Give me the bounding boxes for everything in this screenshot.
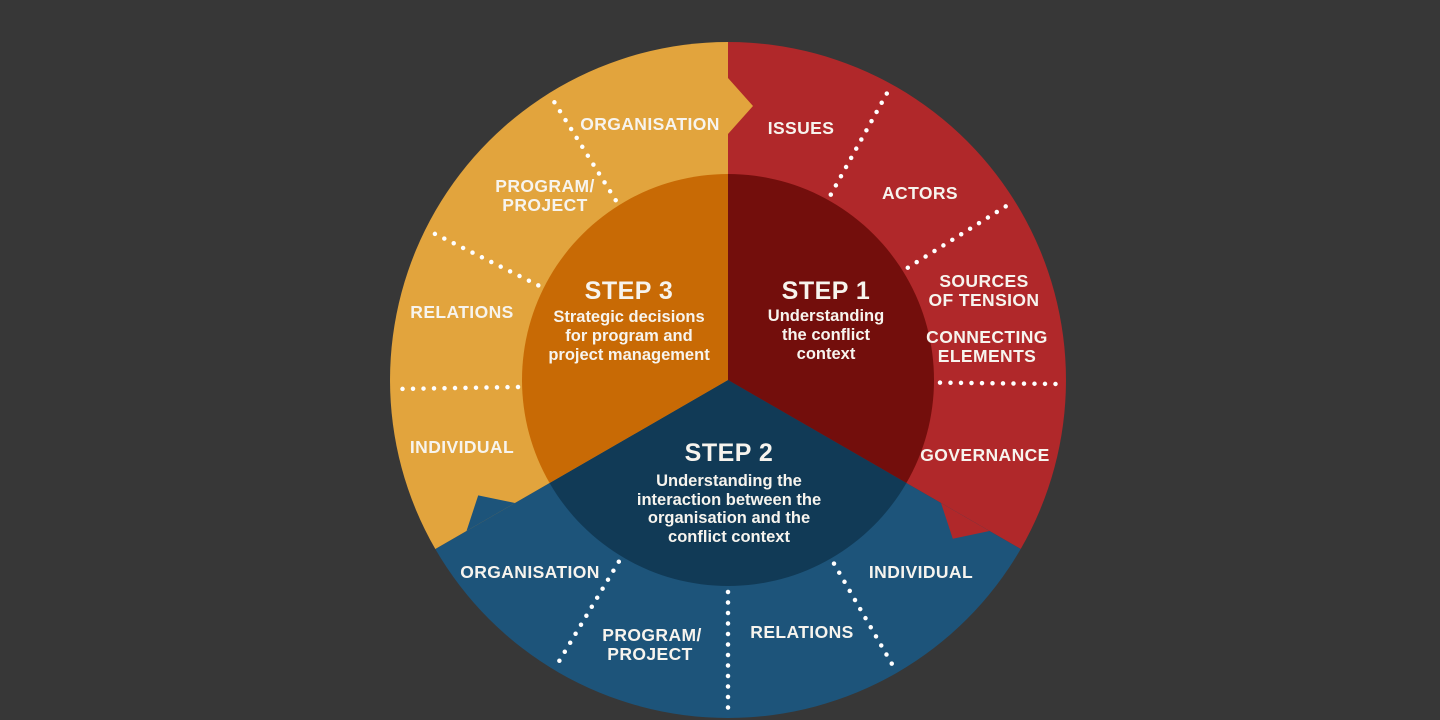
label-step2-organisation: ORGANISATION: [460, 562, 600, 582]
flow-arrow-step3-to-step1-icon: [728, 78, 753, 134]
separator-actors-sources: [905, 202, 1011, 270]
step1-category-labels: ISSUES ACTORS SOURCES OF TENSION CONNECT…: [768, 118, 1050, 465]
separator-program-organisation-step3: [550, 97, 618, 203]
flow-arrow-step1-to-step2-icon: [941, 503, 990, 539]
step3-title: STEP 3: [585, 277, 674, 305]
step3-subtitle-line2: for program and: [565, 327, 692, 345]
step2-inner-wedge: [549, 380, 907, 586]
separator-connecting-governance: [937, 380, 1061, 387]
label-step1-sources-line2: OF TENSION: [929, 290, 1040, 310]
label-step1-connecting-line1: CONNECTING: [926, 327, 1048, 347]
label-step1-actors: ACTORS: [882, 183, 958, 203]
step3-category-labels: ORGANISATION PROGRAM/ PROJECT RELATIONS …: [410, 114, 720, 457]
separator-individual-relations-step3: [395, 384, 521, 392]
step1-title: STEP 1: [782, 277, 871, 305]
step3-center-text: STEP 3 Strategic decisions for program a…: [548, 277, 710, 364]
step1-subtitle-line3: context: [797, 345, 856, 363]
label-step3-individual: INDIVIDUAL: [410, 437, 514, 457]
step3-subtitle-line1: Strategic decisions: [553, 308, 704, 326]
label-step3-program-line1: PROGRAM/: [495, 176, 594, 196]
label-step2-program-line2: PROJECT: [607, 644, 692, 664]
step2-center-text: STEP 2 Understanding the interaction bet…: [637, 439, 821, 546]
separator-individual-relations-step2: [831, 561, 896, 669]
separator-program-organisation-step2: [555, 559, 622, 666]
separator-issues-actors: [828, 89, 891, 197]
separator-relations-program-step3: [430, 230, 541, 288]
label-step1-issues: ISSUES: [768, 118, 835, 138]
step2-subtitle-line1: Understanding the: [656, 472, 802, 490]
step2-subtitle-line4: conflict context: [668, 528, 790, 546]
category-separators: [395, 89, 1061, 713]
flow-arrow-step2-to-step3-icon: [466, 495, 515, 531]
label-step2-relations: RELATIONS: [750, 622, 853, 642]
label-step1-governance: GOVERNANCE: [920, 445, 1049, 465]
label-step3-relations: RELATIONS: [410, 302, 513, 322]
label-step2-individual: INDIVIDUAL: [869, 562, 973, 582]
step1-inner-wedge: [728, 174, 934, 483]
step1-subtitle-line2: the conflict: [782, 326, 871, 344]
inner-circle: [522, 174, 934, 586]
label-step3-program-line2: PROJECT: [502, 195, 587, 215]
step2-subtitle-line3: organisation and the: [648, 509, 810, 527]
step3-subtitle-line3: project management: [548, 346, 710, 364]
label-step1-connecting-line2: ELEMENTS: [938, 346, 1036, 366]
step2-subtitle-line2: interaction between the: [637, 491, 821, 509]
label-step3-organisation: ORGANISATION: [580, 114, 720, 134]
step1-center-text: STEP 1 Understanding the conflict contex…: [768, 277, 884, 363]
step2-title: STEP 2: [685, 439, 774, 467]
label-step1-sources-line1: SOURCES: [939, 271, 1028, 291]
label-step2-program-line1: PROGRAM/: [602, 625, 701, 645]
step3-inner-wedge: [522, 174, 728, 483]
step1-subtitle-line1: Understanding: [768, 307, 884, 325]
step2-category-labels: INDIVIDUAL RELATIONS PROGRAM/ PROJECT OR…: [460, 562, 973, 664]
